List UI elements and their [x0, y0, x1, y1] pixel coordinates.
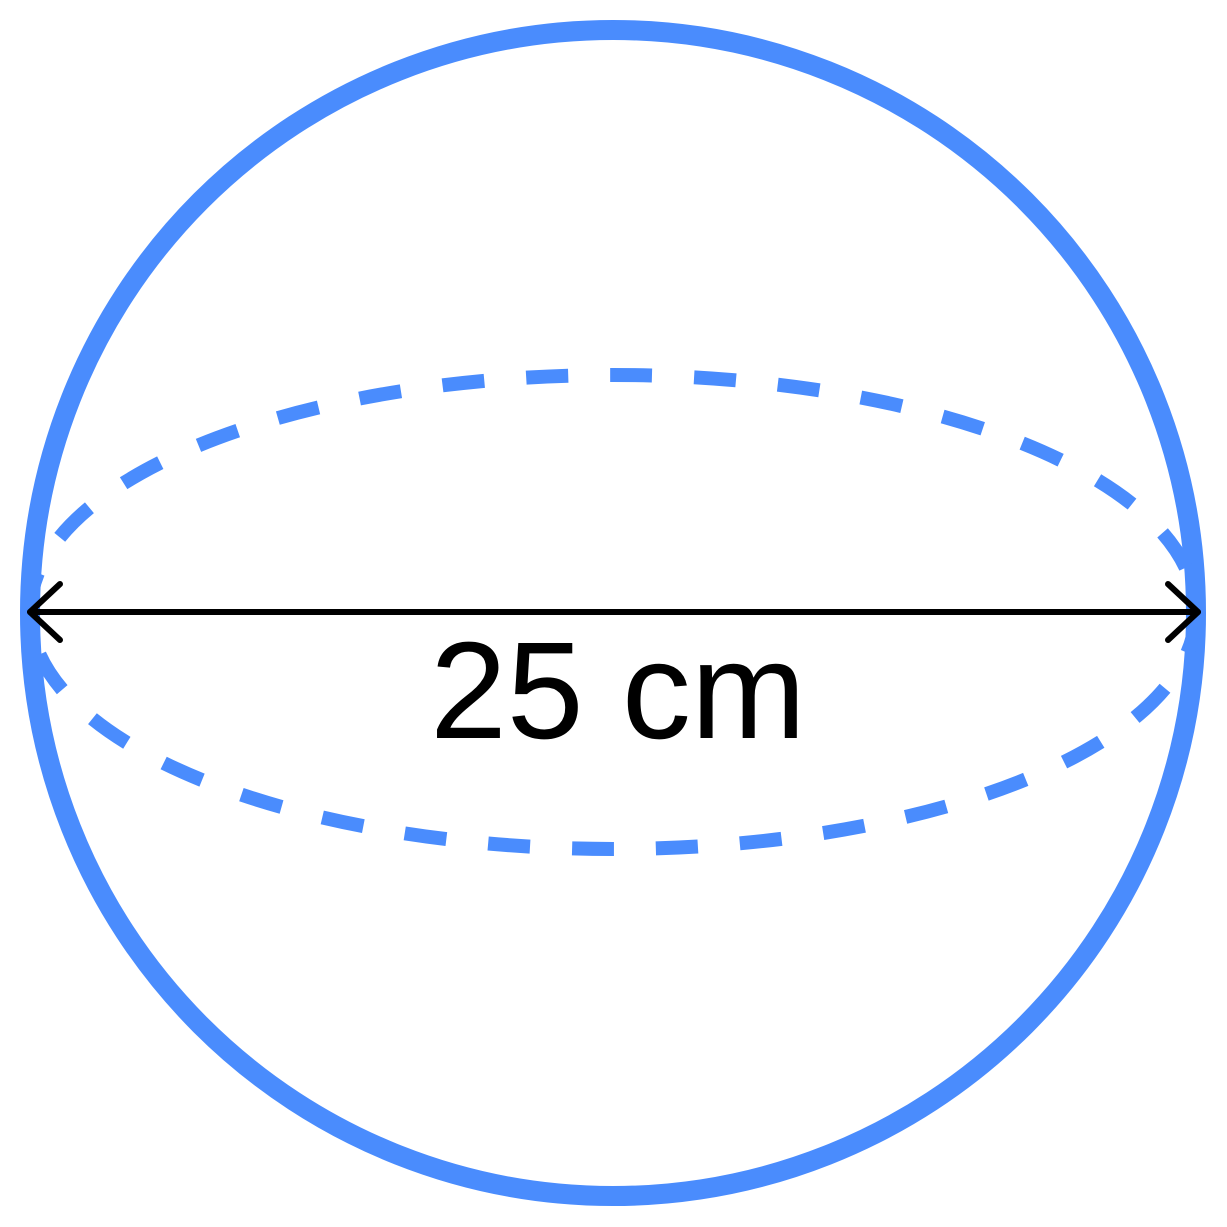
diameter-arrowhead-left: [27, 581, 63, 643]
diameter-label: 25 cm: [430, 614, 806, 768]
diameter-arrowhead-right: [1165, 581, 1201, 643]
